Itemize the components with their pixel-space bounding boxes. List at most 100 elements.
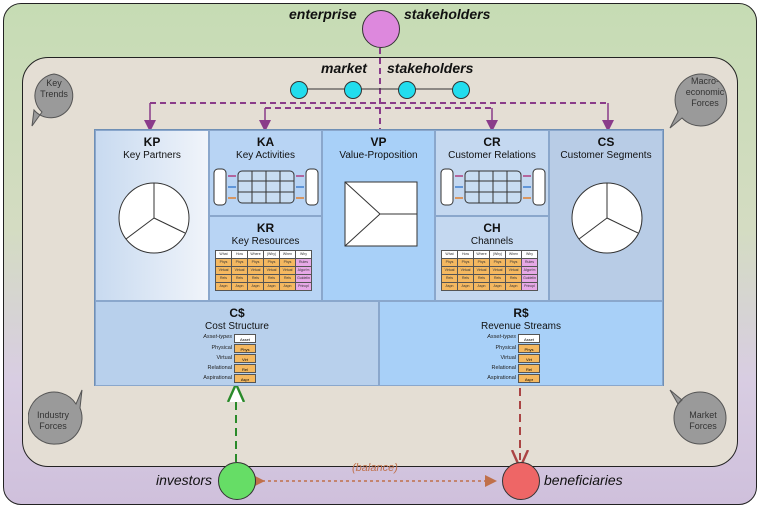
table-cell: Virtual — [505, 266, 522, 275]
vp-name: Value-Proposition — [339, 150, 418, 161]
table-cell: Phys — [279, 258, 296, 267]
table-cell: Virtual — [215, 266, 232, 275]
market-stakeholders-label: stakeholders — [387, 60, 474, 76]
table-cell: Phys — [247, 258, 264, 267]
asset-column-header: Asset — [518, 334, 540, 343]
macro-forces-label: Macro- economic Forces — [685, 76, 725, 108]
key-trends-label: Key Trends — [40, 78, 68, 99]
table-header-cell: How — [457, 250, 474, 259]
table-cell: Rels — [247, 274, 264, 283]
table-cell: Rels — [457, 274, 474, 283]
asset-cell: Phys — [518, 344, 540, 353]
investors-node[interactable] — [218, 462, 256, 500]
ch-code: CH — [483, 221, 501, 235]
table-cell: Aspn — [505, 282, 522, 291]
vp-code: VP — [370, 135, 387, 149]
table-cell: Virtual — [279, 266, 296, 275]
table-cell: Algor'm — [521, 266, 538, 275]
table-cell: Rels — [489, 274, 506, 283]
beneficiaries-node[interactable] — [502, 462, 540, 500]
customer-segments-block[interactable]: CS Customer Segments — [549, 130, 663, 301]
table-cell: Phys — [215, 258, 232, 267]
table-cell: Phys — [441, 258, 458, 267]
value-proposition-block[interactable]: VP Value-Proposition — [322, 130, 435, 301]
table-cell: Aspn — [279, 282, 296, 291]
table-cell: Aspn — [231, 282, 248, 291]
industry-forces-shape — [28, 389, 83, 445]
key-activities-block[interactable]: KA Key Activities — [209, 130, 322, 216]
enterprise-node[interactable] — [362, 10, 400, 48]
table-cell: Rels — [215, 274, 232, 283]
table-cell: Phys — [473, 258, 490, 267]
table-cell: Aspn — [489, 282, 506, 291]
key-trends-shape — [31, 73, 74, 127]
table-cell: Aspn — [441, 282, 458, 291]
asset-cell: Rel — [518, 364, 540, 373]
table-cell: Virtual — [231, 266, 248, 275]
asset-type-label: Virtual — [500, 355, 517, 361]
balance-label: (balance) — [352, 462, 398, 474]
kp-name: Key Partners — [123, 150, 181, 161]
asset-cell: Rel — [234, 364, 256, 373]
asset-cell: Aspr — [234, 374, 256, 383]
table-cell: Rules — [295, 258, 312, 267]
table-cell: Phys — [457, 258, 474, 267]
asset-types-header: Asset-types — [487, 334, 516, 340]
cr-code: CR — [483, 135, 501, 149]
cost-name: Cost Structure — [205, 321, 269, 332]
table-cell: Rels — [279, 274, 296, 283]
table-cell: Aspn — [215, 282, 232, 291]
kp-code: KP — [143, 135, 161, 149]
market-forces-shape — [669, 389, 727, 445]
enterprise-label: enterprise — [289, 6, 357, 22]
table-header-cell: (Why) — [263, 250, 280, 259]
asset-cell: Virt — [518, 354, 540, 363]
table-header-cell: What — [441, 250, 458, 259]
table-cell: Rules — [521, 258, 538, 267]
market-node[interactable] — [398, 81, 416, 99]
table-cell: Phys — [505, 258, 522, 267]
table-cell: Virtual — [441, 266, 458, 275]
relations-grid-icon — [440, 168, 546, 206]
table-cell: Rels — [473, 274, 490, 283]
table-cell: Princpl — [521, 282, 538, 291]
rev-code: R$ — [513, 306, 529, 320]
asset-column-header: Asset — [234, 334, 256, 343]
table-cell: Phys — [263, 258, 280, 267]
market-node[interactable] — [344, 81, 362, 99]
table-cell: Virtual — [473, 266, 490, 275]
asset-type-label: Relational — [491, 365, 516, 371]
key-partners-block[interactable]: KP Key Partners — [95, 130, 209, 301]
table-header-cell: When — [505, 250, 522, 259]
ch-name: Channels — [470, 236, 514, 247]
market-node[interactable] — [290, 81, 308, 99]
cr-name: Customer Relations — [448, 150, 536, 161]
table-cell: Virtual — [489, 266, 506, 275]
table-cell: Rels — [263, 274, 280, 283]
cs-name: Customer Segments — [560, 150, 652, 161]
asset-type-label: Aspirational — [487, 375, 516, 381]
customer-relations-block[interactable]: CR Customer Relations — [435, 130, 549, 216]
asset-type-label: Virtual — [216, 355, 233, 361]
table-cell: Princpl — [295, 282, 312, 291]
table-header-cell: Where — [473, 250, 490, 259]
asset-cell: Phys — [234, 344, 256, 353]
cost-code: C$ — [229, 306, 245, 320]
asset-type-label: Physical — [211, 345, 232, 351]
table-header-cell: Why — [295, 250, 312, 259]
asset-cell: Virt — [234, 354, 256, 363]
table-cell: Guidelin — [521, 274, 538, 283]
table-cell: Aspn — [247, 282, 264, 291]
market-label: market — [321, 60, 367, 76]
table-cell: Phys — [489, 258, 506, 267]
table-cell: Guidelin — [295, 274, 312, 283]
table-cell: Algor'm — [295, 266, 312, 275]
market-node[interactable] — [452, 81, 470, 99]
